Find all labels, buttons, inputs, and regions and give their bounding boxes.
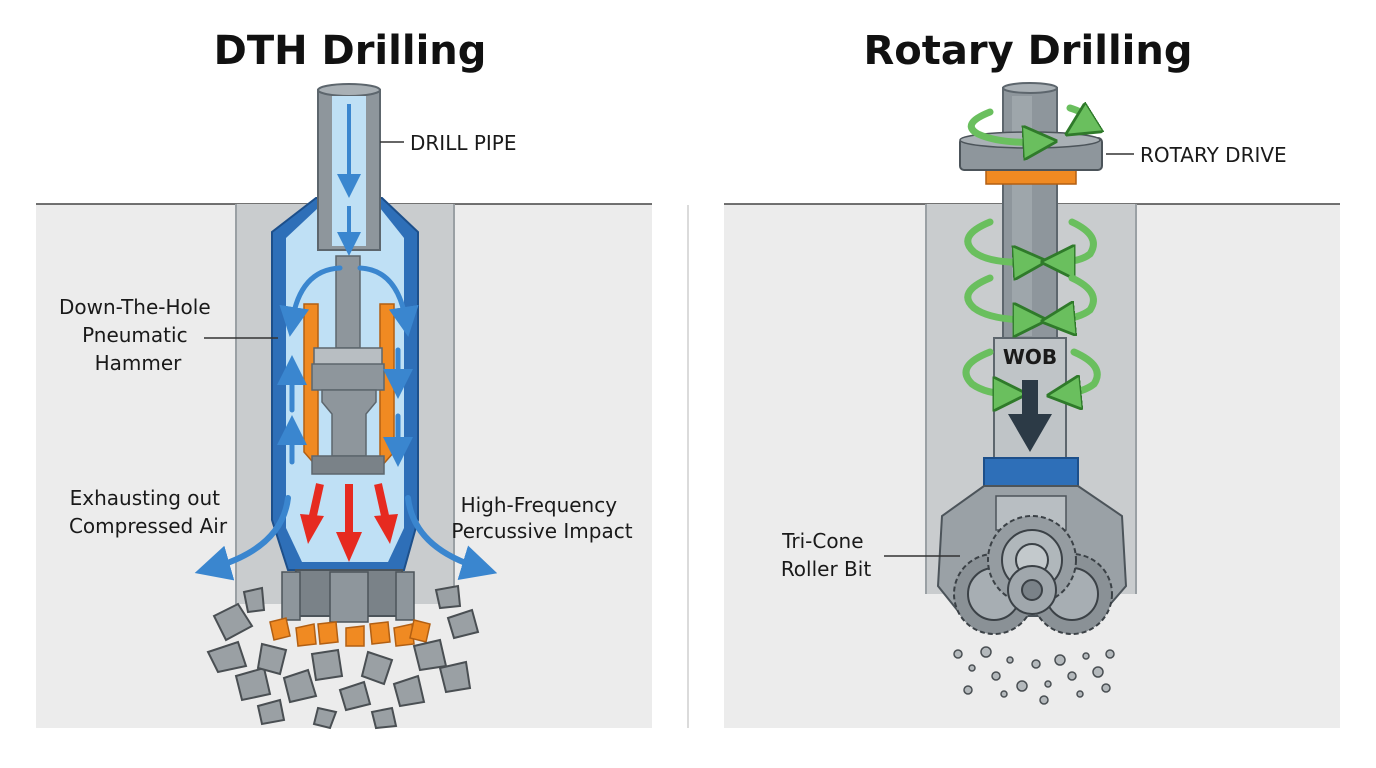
bit-label: Tri-Cone Roller Bit	[781, 529, 872, 581]
rotary-panel: WOB	[724, 82, 1340, 728]
dth-piston	[303, 255, 395, 475]
rotary-shaft	[1002, 82, 1058, 339]
dth-bit	[281, 569, 415, 623]
dth-air-flow-arrows	[277, 265, 419, 467]
roller-cones	[953, 515, 1113, 635]
wob-label: WOB	[1003, 345, 1057, 369]
impact-label: High-Frequency Percussive Impact	[451, 493, 632, 543]
dth-leader-lines	[204, 141, 404, 339]
rotary-cuttings	[953, 646, 1115, 705]
rotary-title: Rotary Drilling	[863, 28, 1192, 74]
wob-arrow	[1008, 380, 1052, 452]
impact-arrows	[300, 483, 398, 562]
exhaust-label: Exhausting out Compressed Air	[69, 486, 228, 538]
carbide-buttons	[269, 617, 431, 647]
rotation-arrows	[962, 108, 1097, 394]
exhaust-air-arrows	[194, 495, 498, 581]
rotary-leader-lines	[884, 153, 1134, 557]
drill-pipe-label: DRILL PIPE	[410, 131, 517, 155]
dth-rock-chips	[206, 584, 480, 730]
dth-title: DTH Drilling	[214, 28, 487, 74]
rotary-drive-label: ROTARY DRIVE	[1140, 143, 1287, 167]
hammer-label: Down-The-Hole Pneumatic Hammer	[59, 295, 217, 375]
drill-pipe	[317, 83, 381, 256]
dth-panel: DRILL PIPE Down-The-Hole Pneumatic Hamme…	[36, 83, 652, 730]
